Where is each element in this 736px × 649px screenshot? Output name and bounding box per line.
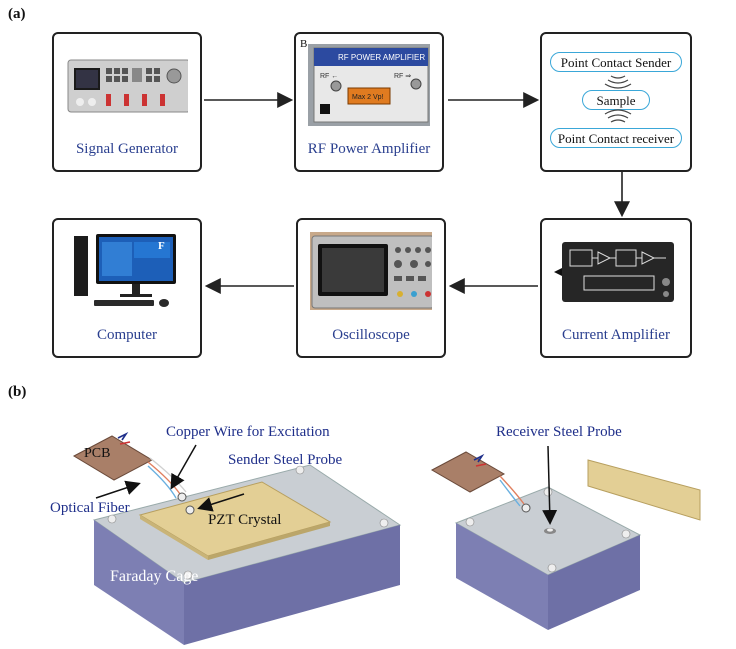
rf-amp-title: RF POWER AMPLIFIER bbox=[338, 53, 425, 62]
point-contact-receiver: Point Contact receiver bbox=[550, 128, 682, 148]
rf-amp-out-label: RF ⇒ bbox=[394, 73, 411, 80]
corner-letter-f: F bbox=[158, 240, 165, 252]
current-amplifier-caption: Current Amplifier bbox=[562, 327, 670, 343]
oscilloscope-caption: Oscilloscope bbox=[332, 327, 410, 343]
arrow-sender-probe bbox=[197, 493, 245, 512]
point-contact-sender: Point Contact Sender bbox=[550, 52, 682, 72]
pzt-crystal-label: PZT Crystal bbox=[208, 512, 282, 528]
right-cage-side bbox=[548, 535, 640, 630]
right-pzt-plate bbox=[587, 459, 701, 521]
arrow-receiver-probe bbox=[542, 445, 558, 525]
rf-amplifier-box: B RF POWER AMPLIFIER RF ← RF ⇒ Max 2 Vp!… bbox=[294, 32, 444, 172]
receiver-probe-label: Receiver Steel Probe bbox=[496, 424, 622, 440]
point-contact-box: Point Contact Sender Sample Point Contac… bbox=[540, 32, 692, 172]
wave-icons bbox=[604, 75, 632, 123]
oscilloscope-box: Oscilloscope bbox=[296, 218, 446, 358]
corner-letter-b: B bbox=[300, 38, 308, 50]
computer-photo bbox=[66, 232, 188, 310]
left-cage-front bbox=[94, 520, 184, 645]
panel-b-label: (b) bbox=[8, 384, 27, 400]
current-amplifier-box: Current Amplifier bbox=[540, 218, 692, 358]
faraday-cage-label: Faraday Cage bbox=[110, 568, 199, 585]
flow-arrows bbox=[204, 92, 630, 294]
oscilloscope-photo bbox=[310, 232, 432, 310]
rf-amplifier-caption: RF Power Amplifier bbox=[307, 141, 431, 157]
left-cage-side bbox=[184, 525, 400, 645]
rf-amplifier-photo: RF POWER AMPLIFIER RF ← RF ⇒ Max 2 Vp! bbox=[308, 44, 430, 126]
arrow-optical-fiber bbox=[95, 480, 141, 499]
computer-caption: Computer bbox=[97, 327, 157, 343]
sender-probe-label: Sender Steel Probe bbox=[228, 452, 343, 468]
signal-generator-photo bbox=[66, 46, 188, 124]
computer-box: F Computer bbox=[52, 218, 202, 358]
current-amplifier-photo bbox=[554, 232, 678, 310]
right-cage-front bbox=[456, 523, 548, 630]
pcb-label: PCB bbox=[84, 446, 111, 461]
rf-amp-note: Max 2 Vp! bbox=[352, 94, 384, 101]
optical-fiber-label: Optical Fiber bbox=[50, 500, 130, 516]
copper-wire-label: Copper Wire for Excitation bbox=[166, 424, 330, 440]
rf-amp-in-label: RF ← bbox=[320, 73, 338, 80]
panel-a-label: (a) bbox=[8, 6, 26, 22]
signal-generator-caption: Signal Generator bbox=[75, 141, 179, 157]
arrow-copper-wire bbox=[170, 444, 197, 490]
right-pcb-board bbox=[430, 451, 506, 493]
right-faraday-cage bbox=[454, 459, 701, 630]
signal-generator-box: Signal Generator bbox=[52, 32, 202, 172]
